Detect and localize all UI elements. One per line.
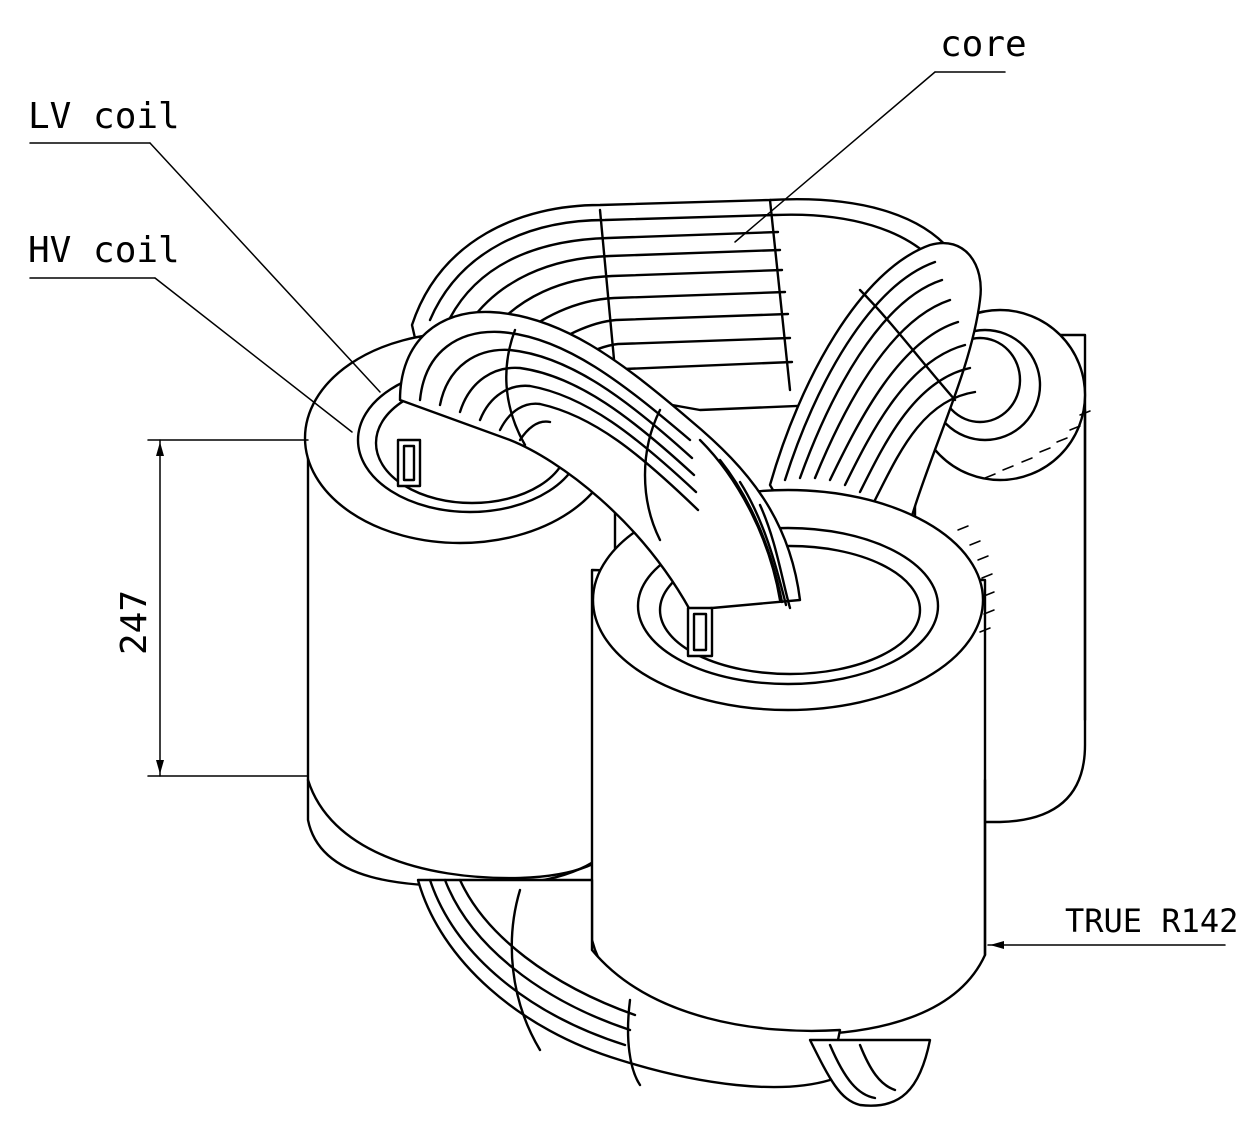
core-left-limb bbox=[398, 310, 802, 612]
lv-coil-leader bbox=[29, 142, 381, 393]
hv-coil-label: HV coil bbox=[28, 230, 180, 271]
core-leader bbox=[734, 71, 1006, 243]
height-dimension bbox=[147, 439, 309, 777]
hv-coil-leader bbox=[29, 277, 353, 433]
lv-coil-terminal-front bbox=[686, 606, 714, 658]
left-coil bbox=[303, 331, 617, 888]
lv-coil-label: LV coil bbox=[28, 96, 180, 137]
radius-label: TRUE R142 bbox=[1065, 902, 1238, 940]
core-right-limb bbox=[768, 242, 982, 572]
core-bottom-yoke bbox=[416, 878, 932, 1107]
right-coil-terminals bbox=[984, 410, 1091, 479]
lv-coil-terminal-left bbox=[396, 438, 422, 488]
height-dimension-value: 247 bbox=[114, 590, 155, 655]
radius-leader bbox=[987, 941, 1226, 949]
front-coil-terminals bbox=[957, 525, 995, 633]
core-label: core bbox=[940, 24, 1027, 65]
